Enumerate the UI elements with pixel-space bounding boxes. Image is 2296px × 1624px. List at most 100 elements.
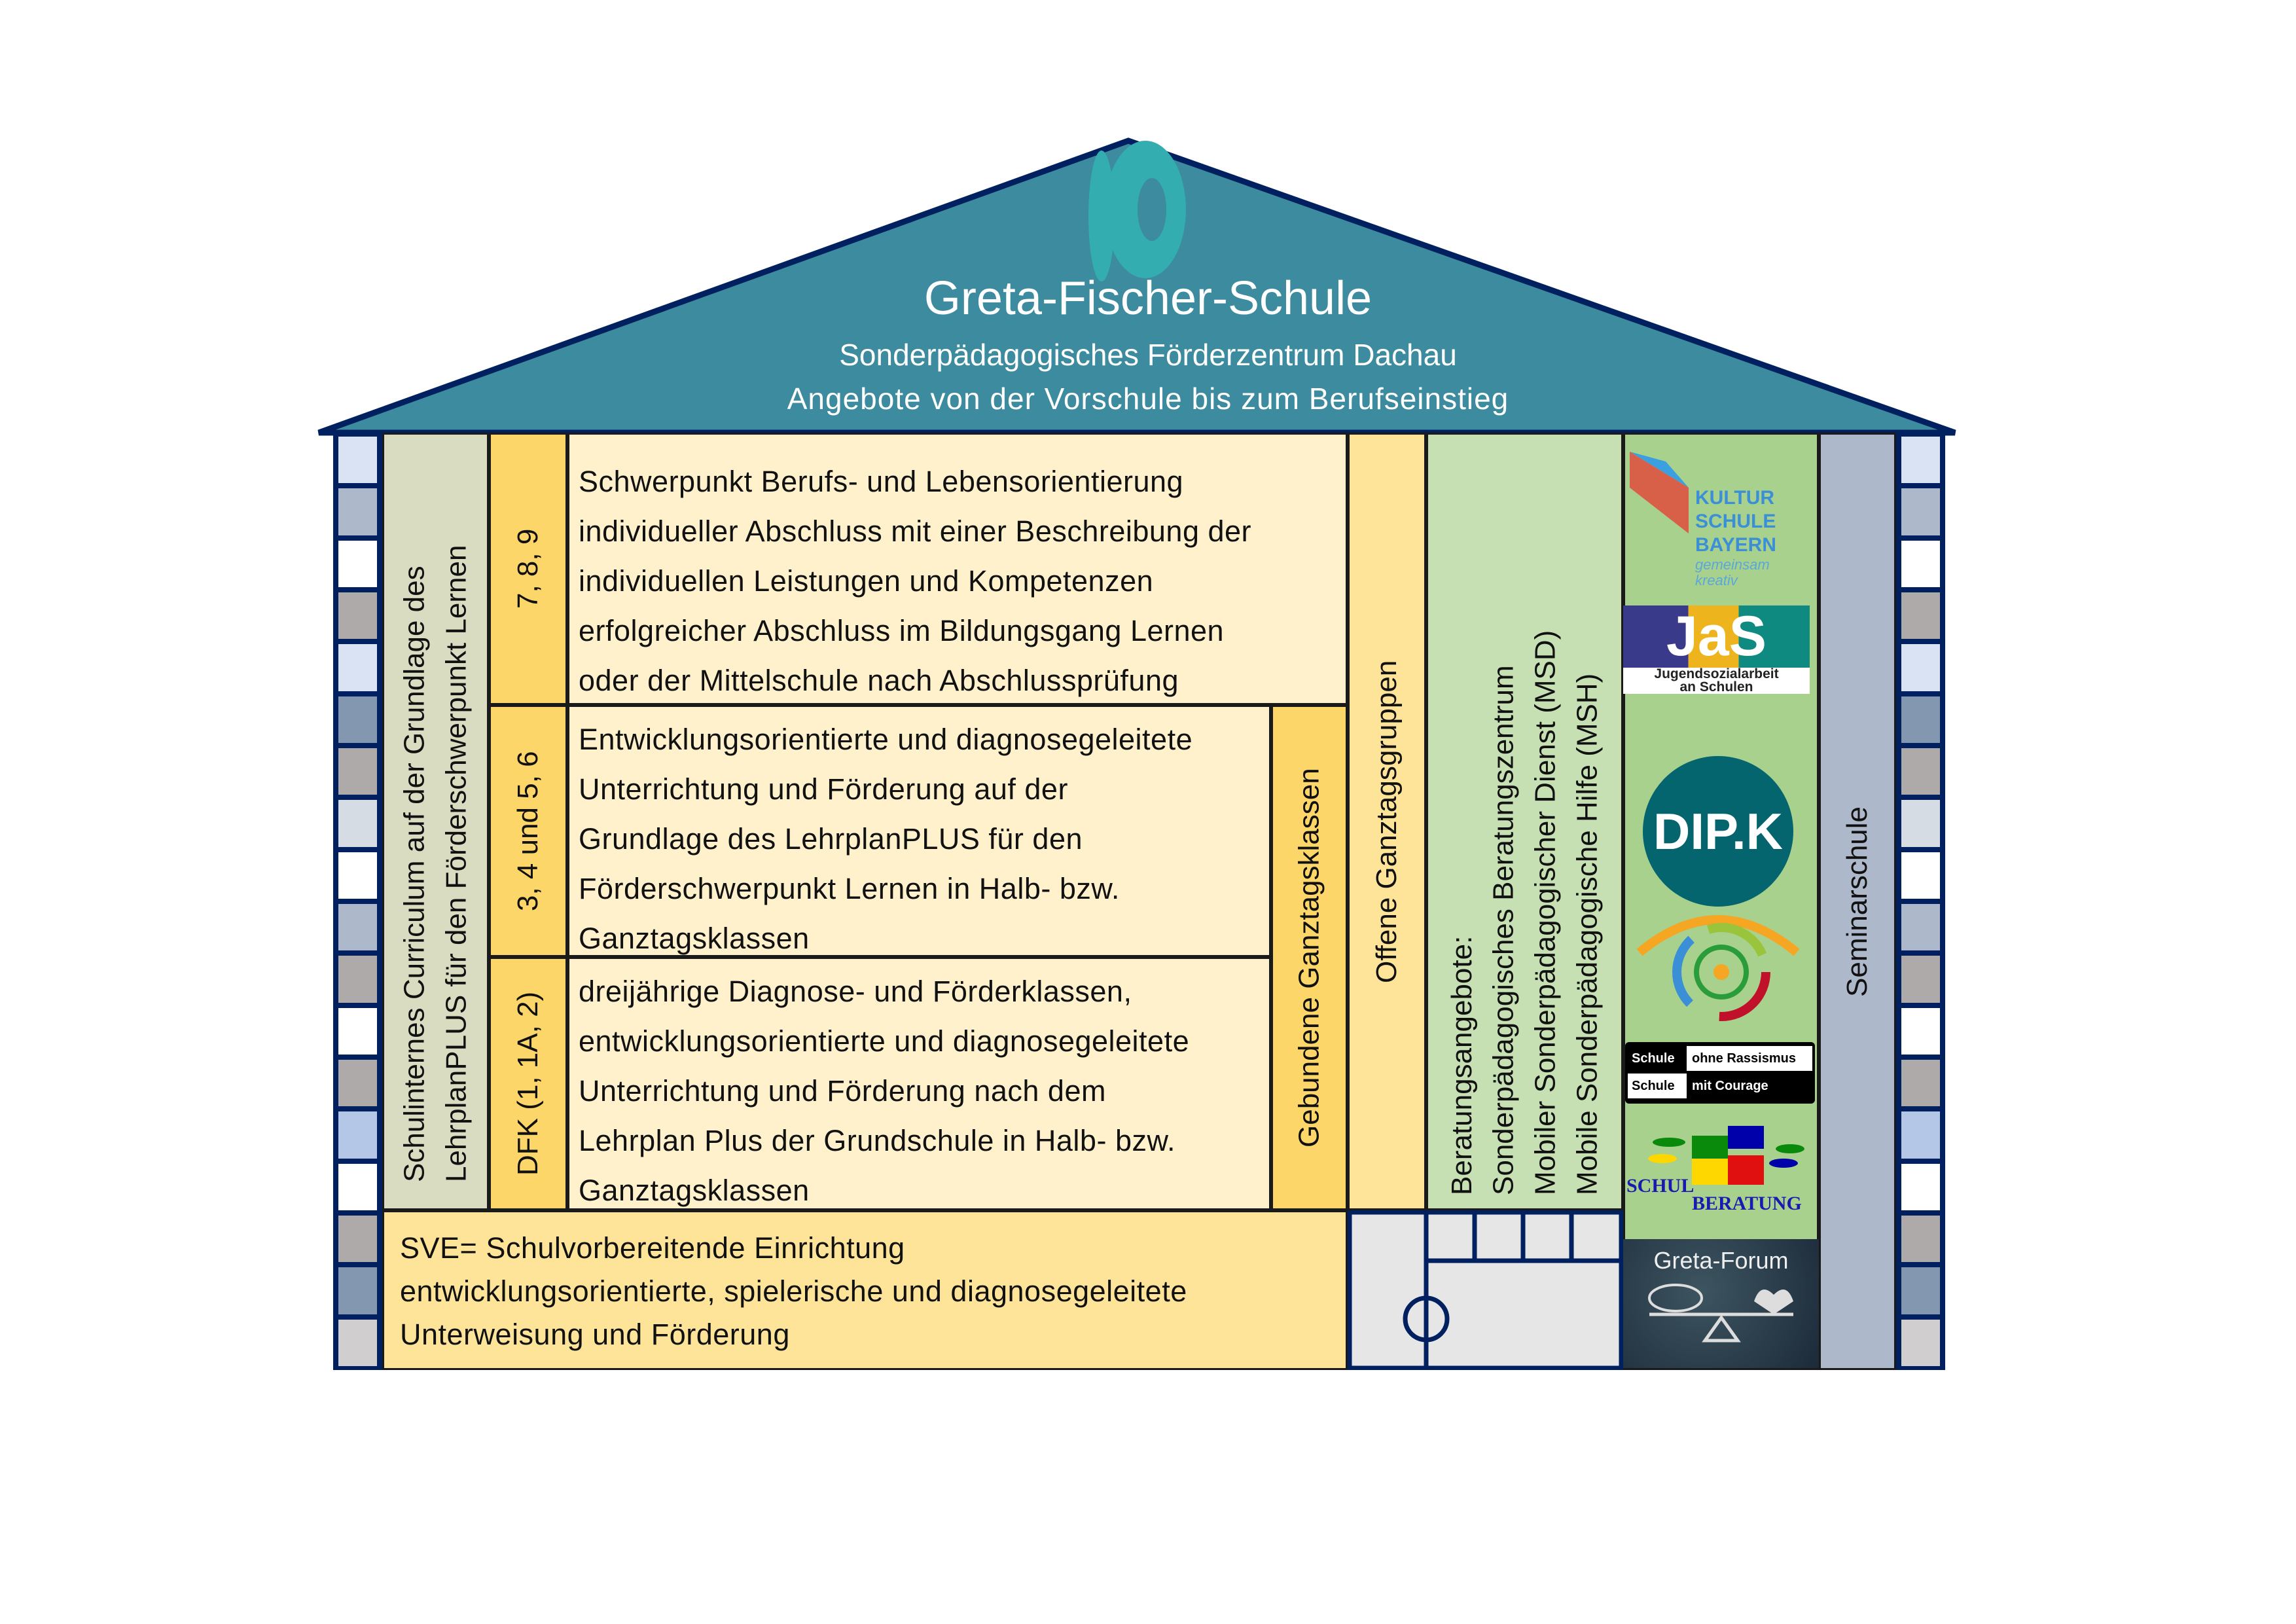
row-dfk: dreijährige Diagnose- und Förderklassen,… xyxy=(567,957,1271,1210)
curriculum-line-1: Schulinternes Curriculum auf der Grundla… xyxy=(398,566,431,1182)
school-logo-icon xyxy=(1088,141,1186,281)
window xyxy=(338,592,377,640)
subtitle: Sonderpädagogisches Förderzentrum Dachau xyxy=(839,338,1457,372)
left-window-strip xyxy=(333,433,382,1370)
greta-forum-logo: Greta-Forum xyxy=(1623,1239,1819,1368)
beratung-item: Mobiler Sonderpädagogischer Dienst (MSD) xyxy=(1529,630,1562,1195)
window xyxy=(1901,748,1940,795)
window xyxy=(338,903,377,951)
window xyxy=(338,1215,377,1263)
kultur-mesh-icon xyxy=(1630,452,1689,533)
text-line: individuellen Leistungen und Kompetenzen xyxy=(579,564,1154,598)
logo-text: kreativ xyxy=(1695,572,1738,588)
text-line: Förderschwerpunkt Lernen in Halb- bzw. xyxy=(579,872,1120,905)
text-line: SVE= Schulvorbereitende Einrichtung xyxy=(400,1231,905,1265)
dipk-logo: DIP.K xyxy=(1643,756,1793,907)
grades-3-6: 3, 4 und 5, 6 xyxy=(489,705,567,957)
puzzle-icon xyxy=(1648,1126,1804,1185)
schulberatung-logo: SCHUL BERATUNG xyxy=(1623,1119,1819,1218)
window xyxy=(1901,1267,1940,1314)
window xyxy=(338,852,377,899)
window xyxy=(1901,903,1940,951)
text-line: Unterrichtung und Förderung nach dem xyxy=(579,1074,1106,1108)
text-line: Ganztagsklassen xyxy=(579,1174,810,1207)
window xyxy=(1901,1007,1940,1055)
window xyxy=(1901,800,1940,847)
grades-7-9: 7, 8, 9 xyxy=(489,433,567,705)
window xyxy=(1901,437,1940,484)
curriculum-column: Schulinternes Curriculum auf der Grundla… xyxy=(382,433,489,1210)
logo-text: mit Courage xyxy=(1692,1078,1768,1093)
window xyxy=(1901,540,1940,587)
window xyxy=(1901,488,1940,535)
beratungsangebote: Beratungsangebote: Sonderpädagogisches B… xyxy=(1426,433,1623,1210)
window xyxy=(1901,956,1940,1003)
window xyxy=(1901,1319,1940,1366)
curriculum-line-2: LehrplanPLUS für den Förderschwerpunkt L… xyxy=(440,545,473,1182)
logo-text: gemeinsam xyxy=(1695,556,1770,573)
window xyxy=(1901,696,1940,743)
window xyxy=(338,644,377,691)
logo-text: Jugendsozialarbeit xyxy=(1654,666,1779,681)
gebundene-ganztagsklassen: Gebundene Ganztagsklassen xyxy=(1271,705,1348,1210)
beratung-item: Sonderpädagogisches Beratungszentrum xyxy=(1487,665,1520,1195)
window xyxy=(1901,1163,1940,1210)
window xyxy=(1901,1111,1940,1159)
logo-text: Schule xyxy=(1628,1074,1687,1098)
window xyxy=(338,748,377,795)
window xyxy=(1901,1215,1940,1263)
text-line: Entwicklungsorientierte und diagnosegele… xyxy=(579,723,1193,756)
text-line: entwicklungsorientierte und diagnosegele… xyxy=(579,1024,1190,1058)
window xyxy=(338,540,377,587)
window xyxy=(1901,592,1940,640)
beratung-item: Mobile Sonderpädagogische Hilfe (MSH) xyxy=(1571,673,1604,1195)
page-title: Greta-Fischer-Schule xyxy=(924,272,1372,325)
window xyxy=(338,437,377,484)
kultur-schule-bayern-logo: KULTUR SCHULE BAYERN gemeinsam kreativ xyxy=(1623,442,1819,599)
text-line: erfolgreicher Abschluss im Bildungsgang … xyxy=(579,614,1225,647)
text-line: entwicklungsorientierte, spielerische un… xyxy=(400,1274,1187,1308)
window xyxy=(338,1007,377,1055)
text-line: Schwerpunkt Berufs- und Lebensorientieru… xyxy=(579,465,1184,498)
window xyxy=(338,800,377,847)
door-and-windows xyxy=(1348,1210,1623,1370)
window xyxy=(338,1319,377,1366)
offene-ganztagsgruppen: Offene Ganztagsgruppen xyxy=(1348,433,1426,1210)
window xyxy=(1901,852,1940,899)
door-knob-icon xyxy=(1403,1295,1450,1343)
window xyxy=(338,488,377,535)
logo-text: Schule xyxy=(1632,1051,1675,1066)
logo-text: BAYERN xyxy=(1695,534,1776,556)
text-line: Unterrichtung und Förderung auf der xyxy=(579,772,1068,806)
circle-of-hands-logo-icon xyxy=(1636,915,1800,1021)
logo-text: SCHUL xyxy=(1626,1175,1695,1197)
right-window-strip xyxy=(1896,433,1945,1370)
row-grundlage: Entwicklungsorientierte und diagnosegele… xyxy=(567,705,1271,957)
text-line: Ganztagsklassen xyxy=(579,922,810,955)
logo-text: BERATUNG xyxy=(1692,1193,1802,1214)
logo-text: JaS xyxy=(1623,605,1810,668)
text-line: Lehrplan Plus der Grundschule in Halb- b… xyxy=(579,1124,1175,1157)
window xyxy=(338,956,377,1003)
window xyxy=(338,1163,377,1210)
brain-heart-scale-icon xyxy=(1648,1284,1793,1343)
window xyxy=(338,696,377,743)
window xyxy=(1901,644,1940,691)
text-line: oder der Mittelschule nach Abschlussprüf… xyxy=(579,664,1179,697)
logo-text: KULTUR xyxy=(1695,487,1775,509)
sve-box: SVE= Schulvorbereitende Einrichtung entw… xyxy=(382,1210,1348,1370)
roof xyxy=(317,137,1956,436)
text-line: Grundlage des LehrplanPLUS für den xyxy=(579,822,1083,856)
window xyxy=(338,1111,377,1159)
seminarschule-column: Seminarschule xyxy=(1819,433,1896,1370)
row-berufsorientierung: Schwerpunkt Berufs- und Lebensorientieru… xyxy=(567,433,1348,705)
logo-text: ohne Rassismus xyxy=(1687,1046,1812,1071)
beratung-heading: Beratungsangebote: xyxy=(1445,935,1478,1195)
jas-logo: JaS Jugendsozialarbeit an Schulen xyxy=(1623,605,1810,694)
logo-text: SCHULE xyxy=(1695,511,1776,532)
window xyxy=(338,1059,377,1107)
window xyxy=(1901,1059,1940,1107)
text-line: individueller Abschluss mit einer Beschr… xyxy=(579,514,1252,548)
logo-text: Greta-Forum xyxy=(1653,1247,1789,1274)
